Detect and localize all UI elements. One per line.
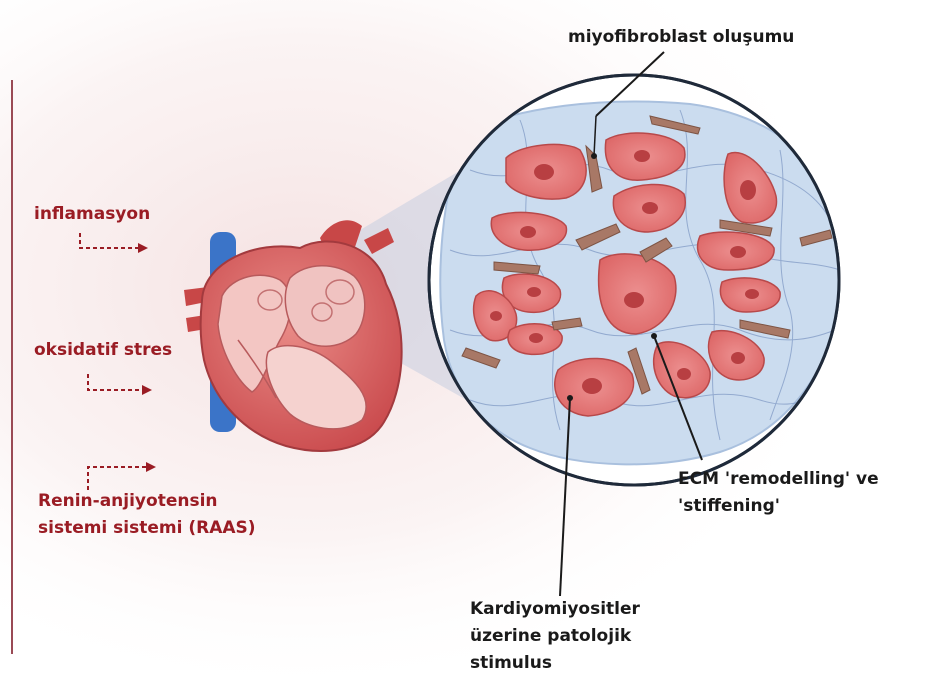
myofibroblast-label: miyofibroblast oluşumu [568, 26, 794, 48]
cardiomyocyte-label-line2: üzerine patolojik [470, 625, 631, 647]
ecm-label-line1: ECM 'remodelling' ve [678, 468, 879, 490]
cardiomyocyte-label-line1: Kardiyomiyositler [470, 598, 640, 620]
inflammation-label: inflamasyon [34, 203, 150, 225]
raas-label-line2: sistemi sistemi (RAAS) [38, 517, 256, 539]
callout-dot [651, 333, 657, 339]
cardiomyocyte-label-line3: stimulus [470, 652, 552, 674]
tissue-section-icon [429, 75, 840, 485]
callout-dot [567, 395, 573, 401]
ecm-label-line2: 'stiffening' [678, 495, 780, 517]
callout-dot [591, 153, 597, 159]
raas-label-line1: Renin-anjiyotensin [38, 490, 218, 512]
oxidative-stress-label: oksidatif stres [34, 339, 172, 361]
